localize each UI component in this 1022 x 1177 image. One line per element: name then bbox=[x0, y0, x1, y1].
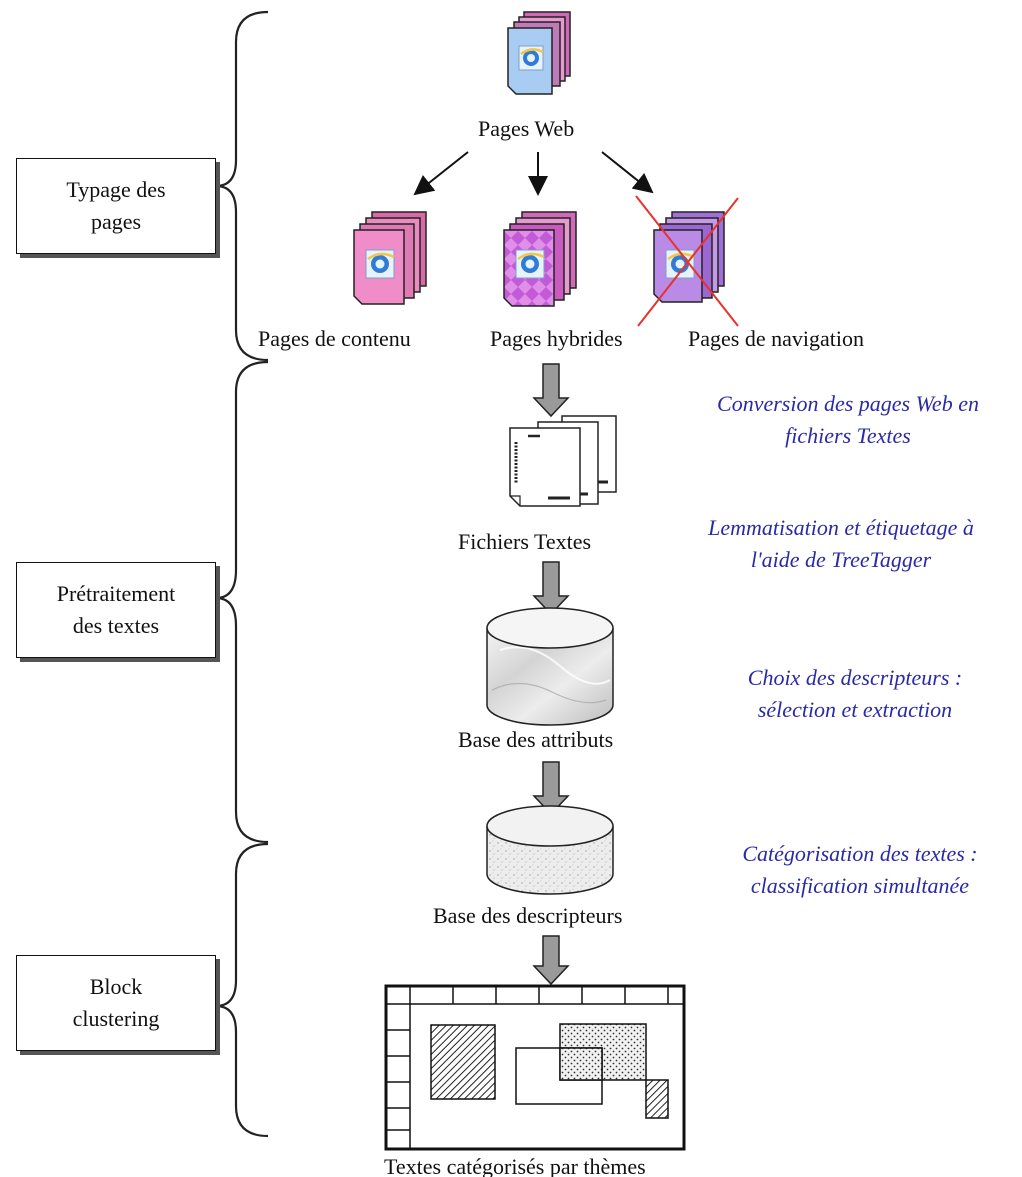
brace-clustering bbox=[215, 842, 269, 1138]
label-pages-navigation: Pages de navigation bbox=[688, 326, 864, 351]
label-pages-hybrides: Pages hybrides bbox=[490, 326, 623, 351]
label-base-descripteurs: Base des descripteurs bbox=[433, 903, 623, 928]
annotation-choix: Choix des descripteurs : sélection et ex… bbox=[747, 665, 963, 722]
hybrid-pages-icon bbox=[503, 211, 577, 307]
block-arrow-4 bbox=[532, 935, 570, 986]
brace-typage bbox=[215, 10, 269, 362]
block-arrow-1 bbox=[532, 363, 570, 418]
block-arrow-3 bbox=[532, 761, 570, 816]
attributes-database-icon bbox=[486, 607, 614, 726]
navigation-pages-icon bbox=[653, 211, 725, 303]
arrow-to-navigation bbox=[601, 151, 654, 194]
annotation-conversion: Conversion des pages Web en fichiers Tex… bbox=[717, 391, 979, 448]
label-fichiers-textes: Fichiers Textes bbox=[458, 529, 592, 554]
web-pages-icon bbox=[507, 11, 571, 95]
label-pages-contenu: Pages de contenu bbox=[258, 326, 411, 351]
stage-typage-box: Typage des pages bbox=[16, 158, 216, 254]
block-arrow-2 bbox=[532, 561, 570, 616]
content-pages-icon bbox=[353, 211, 427, 305]
brace-pretraitement bbox=[215, 360, 269, 844]
text-files-icon bbox=[509, 415, 617, 507]
arrow-to-contenu bbox=[413, 151, 469, 196]
stage-clustering-box: Block clustering bbox=[16, 955, 216, 1051]
annotation-categorisation: Catégorisation des textes : classificati… bbox=[742, 841, 978, 898]
descriptors-database-icon bbox=[486, 805, 614, 895]
label-base-attributs: Base des attributs bbox=[458, 727, 614, 752]
excluded-cross-icon bbox=[635, 195, 739, 327]
stage-pretraitement-box: Prétraitement des textes bbox=[16, 562, 216, 658]
label-pages-web: Pages Web bbox=[478, 116, 575, 141]
label-textes-categorises: Textes catégorisés par thèmes bbox=[384, 1154, 646, 1177]
block-clustering-matrix bbox=[384, 984, 686, 1151]
annotation-lemmatisation: Lemmatisation et étiquetage à l'aide de … bbox=[708, 515, 974, 572]
